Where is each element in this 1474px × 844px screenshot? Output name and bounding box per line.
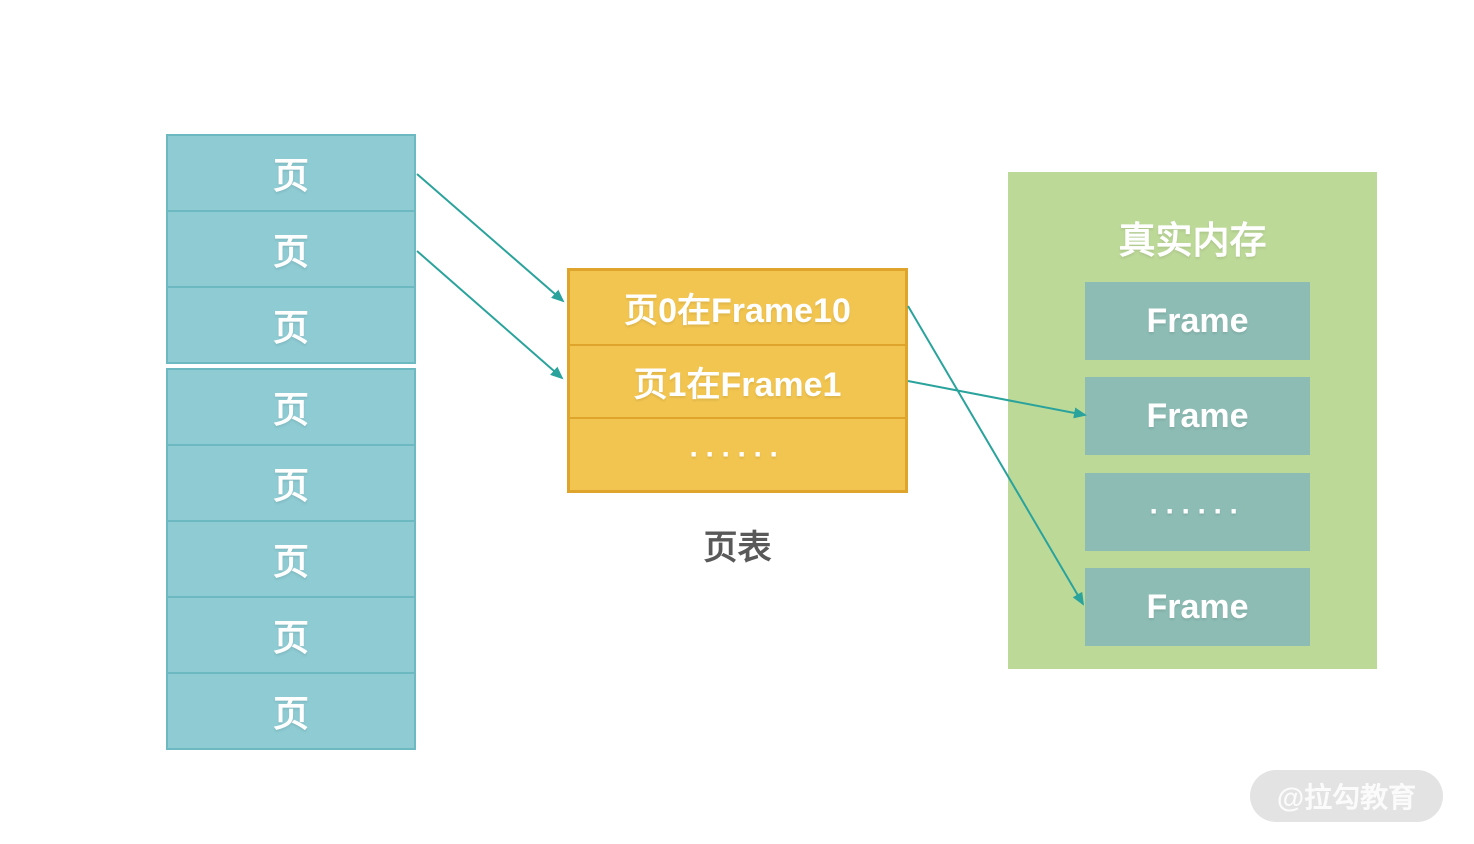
page-box: 页 [166,444,416,522]
page-stack-group-1: 页 页 页 [166,134,416,364]
frame-box-1: Frame [1085,282,1310,360]
arrow-page1-to-tablerow1 [416,250,564,380]
page-table-row-1: 页0在Frame10 [624,292,851,330]
arrow-page0-to-tablerow0 [416,173,565,303]
ellipsis-dots: ······ [1149,495,1246,528]
frame-box-4: Frame [1085,568,1310,646]
page-box: 页 [166,520,416,598]
page-box: 页 [166,672,416,750]
page-table-caption: 页表 [703,529,772,567]
page-box: 页 [166,210,416,288]
memory-panel-title: 真实内存 [1118,220,1267,261]
page-table: 页0在Frame10 页1在Frame1 ······ [567,268,908,493]
watermark-badge: @拉勾教育 [1250,770,1443,822]
page-table-row-2: 页1在Frame1 [570,344,905,417]
page-box: 页 [166,134,416,212]
page-box: 页 [166,596,416,674]
memory-panel: 真实内存 Frame Frame ······ Frame [1008,172,1377,669]
page-box: 页 [166,286,416,364]
ellipsis-dots: ······ [689,437,786,471]
page-table-row-ellipsis: ······ [570,417,905,490]
page-box: 页 [166,368,416,446]
frame-box-2: Frame [1085,377,1310,455]
frame-box-3: ······ [1085,473,1310,551]
page-stack-group-2: 页 页 页 页 页 [166,368,416,750]
